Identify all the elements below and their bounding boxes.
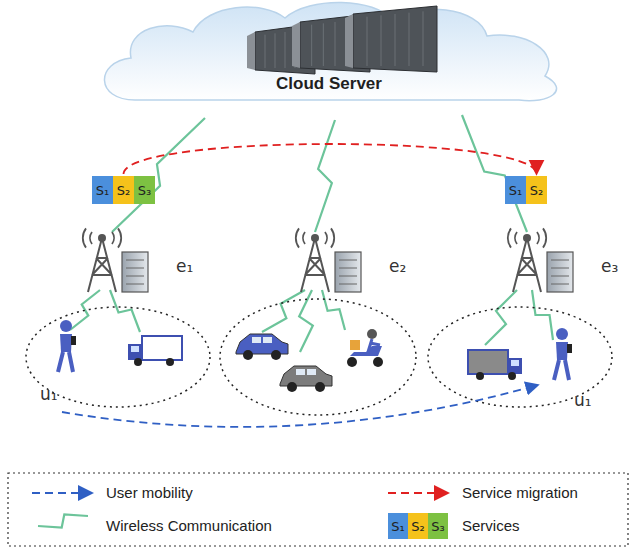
coverage-area (26, 299, 612, 415)
service-label: S₂ (530, 183, 543, 198)
legend-frame (8, 473, 628, 546)
user-figure (58, 320, 572, 380)
edge-server-label: e₁ (176, 256, 193, 276)
scooter (347, 329, 383, 367)
service-label: S₂ (117, 183, 130, 198)
legend-text: User mobility (106, 484, 193, 501)
base-station (83, 228, 573, 292)
vehicle (128, 329, 522, 392)
legend-text: Services (462, 517, 520, 534)
user-label: u₁ (574, 390, 592, 410)
service-label: S₂ (411, 519, 424, 534)
cloud-server: Cloud Server (95, 0, 563, 108)
service-label: S₃ (138, 183, 151, 198)
service-box: S₁ (92, 176, 113, 204)
legend-text: Wireless Communication (106, 517, 272, 534)
node-title: Cloud Server (95, 74, 563, 94)
service-label: S₁ (391, 519, 404, 534)
service-box: S₃ (134, 176, 155, 204)
legend-line (388, 492, 448, 494)
service-box: S₂ (113, 176, 134, 204)
user-label: u₁ (40, 384, 58, 404)
edge-server-label: e₂ (389, 256, 406, 276)
service-box: S₁ (388, 513, 408, 539)
legend-text: Service migration (462, 484, 578, 501)
mobility-arrow (62, 385, 538, 427)
service-label: S₁ (509, 183, 522, 198)
service-box: S₃ (428, 513, 448, 539)
service-label: S₁ (96, 183, 109, 198)
service-box: S₂ (526, 176, 547, 204)
wireless-link (38, 115, 553, 528)
service-label: S₃ (431, 519, 444, 534)
service-box: S₁ (505, 176, 526, 204)
edge-server-label: e₃ (601, 256, 618, 276)
service-box: S₂ (408, 513, 428, 539)
migration-arrow (124, 144, 537, 174)
legend-line (32, 492, 92, 494)
